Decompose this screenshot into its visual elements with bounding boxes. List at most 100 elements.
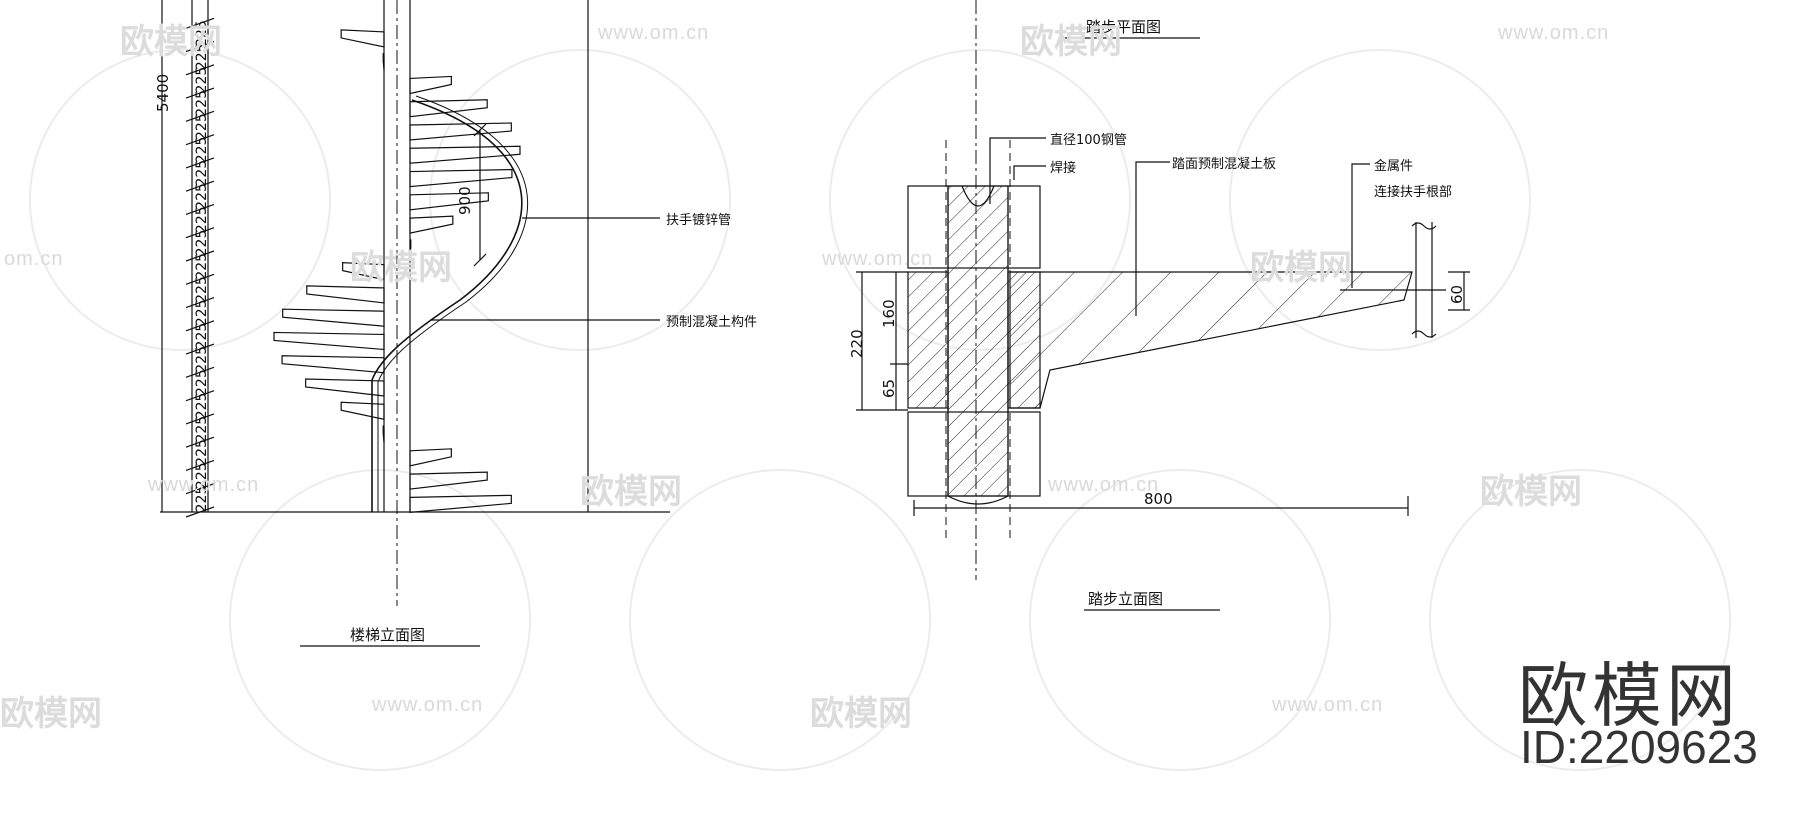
block-upper	[907, 185, 1041, 269]
riser-tick	[185, 296, 215, 309]
riser-tick	[185, 157, 215, 169]
block-lower	[907, 411, 1041, 497]
steel-pipe	[947, 185, 1009, 497]
riser-label: 225	[194, 393, 210, 420]
stair-tread	[409, 75, 452, 95]
step-elevation	[856, 0, 1470, 611]
stair-tread	[409, 448, 452, 467]
brand-id: ID:2209623	[1520, 721, 1758, 773]
stair-elevation-title: 楼梯立面图	[350, 626, 425, 644]
dim-65-label: 65	[880, 379, 898, 398]
riser-tick	[185, 250, 215, 262]
pipe-top-notch	[961, 185, 995, 207]
watermark-url: www.om.cn	[1048, 474, 1160, 496]
riser-tick	[185, 40, 215, 53]
stair-tread	[306, 285, 385, 304]
stair-tread	[342, 262, 385, 281]
watermark-circles	[29, 49, 1731, 771]
label-metal-1: 金属件	[1374, 158, 1413, 174]
stair-tread	[409, 494, 512, 514]
stair-tread	[382, 425, 385, 443]
label-weld: 焊接	[1050, 160, 1076, 176]
riser-label: 225	[194, 276, 210, 303]
riser-ticks	[185, 17, 215, 518]
watermark-logo: 欧模网	[120, 22, 222, 62]
stair-tread	[340, 401, 385, 421]
label-metal-2: 连接扶手根部	[1374, 184, 1452, 200]
watermark-logo: 欧模网	[1480, 472, 1582, 512]
riser-label: 225	[194, 113, 210, 140]
watermark-url: www.om.cn	[148, 474, 260, 496]
riser-tick	[185, 506, 215, 518]
stair-tread	[409, 168, 513, 188]
riser-tick	[185, 273, 215, 285]
label-precast: 预制混凝土构件	[666, 314, 757, 330]
handrail-height-label: 900	[456, 186, 474, 215]
watermark-url: www.om.cn	[1498, 22, 1610, 44]
dim-220-label: 220	[848, 329, 866, 358]
riser-tick	[185, 390, 215, 402]
riser-tick	[185, 413, 215, 425]
dim-160-label: 160	[880, 299, 898, 328]
stair-tread	[409, 99, 488, 118]
riser-tick	[185, 203, 215, 216]
riser-tick	[185, 87, 215, 99]
handrail-dim-tick-top	[473, 123, 487, 137]
riser-tick	[185, 366, 215, 378]
riser-label: 225	[194, 137, 210, 164]
riser-tick	[185, 459, 215, 472]
stair-treads	[273, 29, 521, 514]
stair-tread	[409, 145, 521, 164]
stair-tread	[305, 378, 385, 397]
dim-60-label: 60	[1448, 285, 1466, 304]
riser-label: 225	[194, 416, 210, 443]
riser-label: 225	[194, 323, 210, 350]
label-handrail: 扶手镀锌管	[666, 212, 731, 228]
label-slab: 踏面预制混凝土板	[1172, 156, 1276, 172]
watermark-logo: 欧模网	[580, 472, 682, 512]
riser-label: 225	[194, 20, 210, 47]
stair-tread	[281, 355, 385, 374]
riser-tick	[185, 134, 215, 146]
handrail-curve-inner	[377, 95, 529, 512]
watermark-logo: 欧模网	[810, 694, 912, 734]
stair-tread	[409, 192, 489, 211]
step-elevation-title: 踏步立面图	[1088, 590, 1163, 608]
stair-tread	[409, 122, 512, 141]
brand-logo: 欧模网	[1518, 655, 1740, 737]
riser-label: 225	[194, 206, 210, 233]
riser-tick	[185, 110, 215, 122]
watermark-logo: 欧模网	[1020, 22, 1122, 62]
riser-label: 225	[194, 486, 210, 513]
label-pipe: 直径100钢管	[1050, 133, 1127, 148]
riser-label: 225	[194, 67, 210, 94]
handrail-dim-tick-bottom	[473, 253, 487, 267]
riser-tick	[185, 343, 215, 355]
leader-pipe	[989, 137, 1046, 204]
riser-tick	[185, 17, 215, 29]
stair-tread	[273, 331, 385, 351]
riser-tick	[185, 64, 215, 76]
stair-elevation	[160, 0, 670, 647]
handrail-curve	[371, 99, 523, 512]
riser-label: 225	[194, 462, 210, 489]
riser-tick	[185, 227, 215, 239]
riser-label: 225	[194, 230, 210, 257]
riser-labels: 2252252252252252252252252252252252252252…	[194, 20, 210, 512]
riser-label: 225	[194, 369, 210, 396]
watermark-url: om.cn	[4, 248, 64, 270]
watermark-url: www.om.cn	[1272, 694, 1384, 716]
total-height-label: 5400	[154, 74, 172, 112]
stair-tread	[409, 215, 454, 234]
stair-tread	[409, 239, 412, 257]
riser-label: 225	[194, 183, 210, 210]
leader-weld	[1013, 165, 1046, 180]
riser-tick	[185, 320, 215, 332]
riser-label: 225	[194, 43, 210, 70]
stair-tread	[409, 471, 488, 490]
watermark-url: www.om.cn	[598, 22, 710, 44]
dim-800-label: 800	[1144, 490, 1173, 508]
handrail-break-top	[1411, 222, 1437, 230]
block-left-hatched	[907, 271, 949, 409]
